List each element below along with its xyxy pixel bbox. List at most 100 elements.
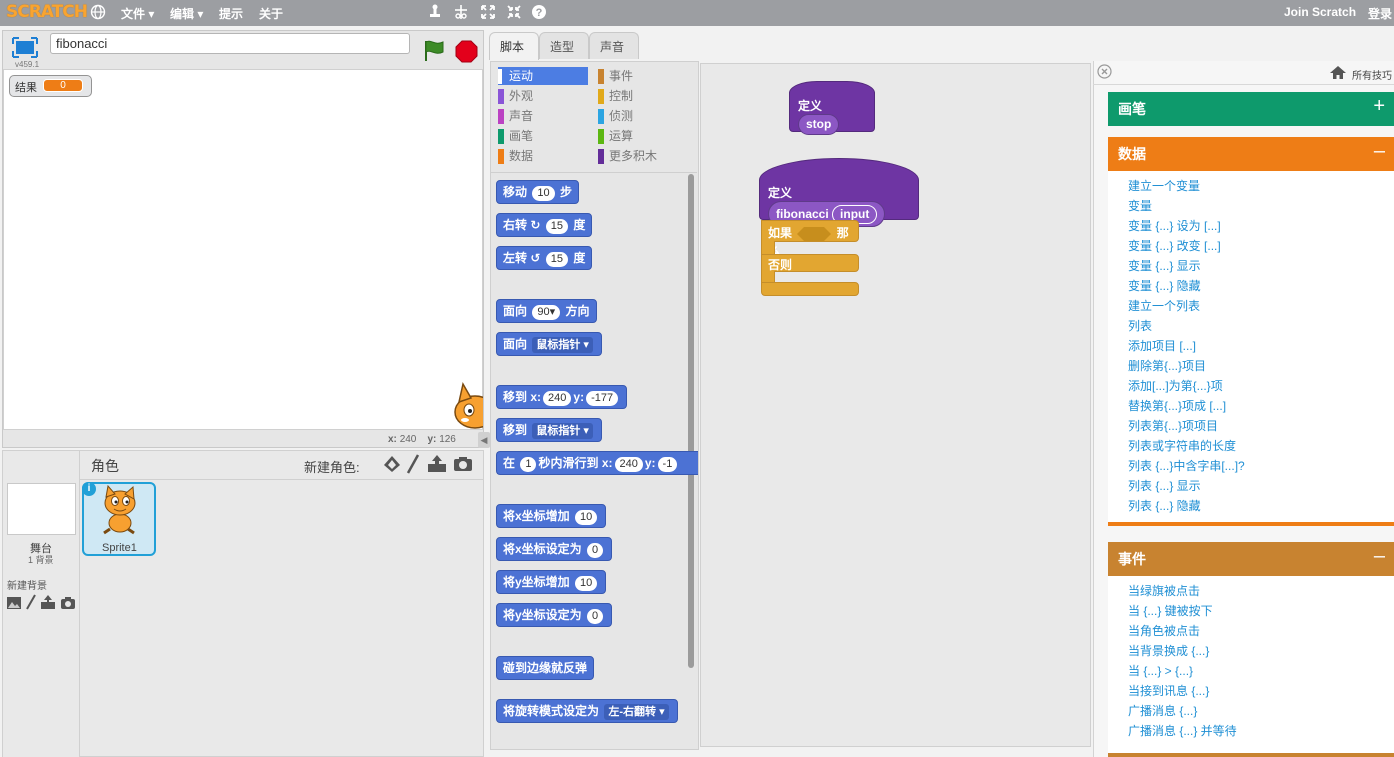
palette-scrollbar[interactable]	[688, 174, 694, 668]
block-point-towards[interactable]: 面向 鼠标指针 ▾	[496, 332, 602, 356]
scratch-logo[interactable]: SCRATCH	[6, 2, 88, 22]
camera-sprite-icon[interactable]	[453, 456, 473, 472]
tip-link[interactable]: 当角色被点击	[1128, 624, 1201, 638]
category-data[interactable]: 数据	[498, 147, 588, 165]
tip-link[interactable]: 列表或字符串的长度	[1128, 439, 1237, 453]
define-name-stop[interactable]: stop	[798, 114, 840, 135]
tip-link[interactable]: 添加[...]为第{...}项	[1128, 379, 1223, 393]
language-globe-icon[interactable]	[89, 4, 107, 22]
login-link[interactable]: 登录	[1368, 7, 1393, 21]
collapse-icon[interactable]: –	[1373, 140, 1385, 162]
block-number-input[interactable]: 10	[575, 510, 598, 525]
sprite-info-icon[interactable]: i	[82, 482, 96, 496]
tip-link[interactable]: 删除第{...}项目	[1128, 359, 1207, 373]
block-number-input[interactable]: 10	[532, 186, 555, 201]
project-name-input[interactable]: fibonacci	[50, 33, 410, 54]
block-set-y[interactable]: 将y坐标设定为 0	[496, 603, 613, 627]
tip-link[interactable]: 建立一个变量	[1128, 179, 1201, 193]
tip-link[interactable]: 当绿旗被点击	[1128, 584, 1201, 598]
join-scratch-link[interactable]: Join Scratch	[1284, 5, 1357, 19]
category-events[interactable]: 事件	[598, 67, 688, 85]
tip-link[interactable]: 建立一个列表	[1128, 299, 1201, 313]
block-move-steps[interactable]: 移动 10 步	[496, 180, 579, 204]
expand-icon[interactable]: +	[1373, 95, 1385, 117]
shrink-icon[interactable]	[505, 4, 523, 22]
block-number-input[interactable]: 240	[543, 391, 572, 406]
block-point-in-direction[interactable]: 面向 90▾ 方向	[496, 299, 597, 323]
block-change-y[interactable]: 将y坐标增加 10	[496, 570, 607, 594]
green-flag-icon[interactable]	[423, 39, 445, 63]
block-bounce[interactable]: 碰到边缘就反弹	[496, 656, 595, 680]
define-stop-block[interactable]: 定义 stop	[789, 81, 875, 135]
tab-sounds[interactable]: 声音	[589, 32, 639, 59]
tip-link[interactable]: 当背景换成 {...}	[1128, 644, 1210, 658]
tip-link[interactable]: 当接到讯息 {...}	[1128, 684, 1210, 698]
category-control[interactable]: 控制	[598, 87, 688, 105]
backdrop-library-icon[interactable]	[6, 596, 22, 610]
tip-link[interactable]: 列表第{...}项项目	[1128, 419, 1219, 433]
block-number-input[interactable]: 1	[520, 457, 537, 472]
block-direction-input[interactable]: 90▾	[532, 305, 561, 320]
block-go-to[interactable]: 移到 鼠标指针 ▾	[496, 418, 602, 442]
category-motion[interactable]: 运动	[498, 67, 588, 85]
tip-link[interactable]: 当 {...} > {...}	[1128, 664, 1194, 678]
duplicate-stamp-icon[interactable]	[426, 4, 444, 22]
menu-about[interactable]: 关于	[259, 7, 284, 21]
tip-link[interactable]: 变量 {...} 显示	[1128, 259, 1201, 273]
tips-section-pen[interactable]: 画笔+	[1108, 92, 1394, 126]
block-number-input[interactable]: 0	[587, 543, 604, 558]
block-set-x[interactable]: 将x坐标设定为 0	[496, 537, 613, 561]
tab-scripts[interactable]: 脚本	[489, 32, 539, 60]
menu-tips[interactable]: 提示	[219, 7, 244, 21]
block-number-input[interactable]: 10	[575, 576, 598, 591]
category-more-blocks[interactable]: 更多积木	[598, 147, 688, 165]
menu-file[interactable]: 文件 ▾	[121, 5, 154, 22]
help-icon[interactable]: ?	[530, 4, 548, 22]
block-number-input[interactable]: 0	[587, 609, 604, 624]
tip-link[interactable]: 列表 {...} 隐藏	[1128, 499, 1201, 513]
block-number-input[interactable]: 240	[614, 457, 643, 472]
tip-link[interactable]: 广播消息 {...}	[1128, 704, 1198, 718]
stage-thumbnail[interactable]	[7, 483, 76, 535]
else-section[interactable]: 否则	[761, 254, 859, 272]
category-looks[interactable]: 外观	[498, 87, 588, 105]
stage-canvas[interactable]	[3, 69, 483, 430]
category-sensing[interactable]: 侦测	[598, 107, 688, 125]
tip-link[interactable]: 变量 {...} 设为 [...]	[1128, 219, 1221, 233]
camera-backdrop-icon[interactable]	[60, 596, 76, 610]
category-sound[interactable]: 声音	[498, 107, 588, 125]
block-number-input[interactable]: -1	[657, 457, 678, 472]
collapse-icon[interactable]: –	[1373, 545, 1385, 567]
all-tips-link[interactable]: 所有技巧	[1352, 71, 1392, 82]
block-set-rotation-style[interactable]: 将旋转模式设定为 左-右翻转 ▾	[496, 699, 678, 723]
block-number-input[interactable]: 15	[545, 219, 569, 234]
tip-link[interactable]: 当 {...} 键被按下	[1128, 604, 1213, 618]
upload-sprite-icon[interactable]	[427, 454, 447, 473]
if-else-block[interactable]: 如果 那么	[761, 220, 859, 257]
category-pen[interactable]: 画笔	[498, 127, 588, 145]
tip-link[interactable]: 替换第{...}项成 [...]	[1128, 399, 1227, 413]
block-number-input[interactable]: 15	[545, 252, 569, 267]
grow-icon[interactable]	[479, 4, 497, 22]
block-dropdown[interactable]: 鼠标指针 ▾	[532, 423, 593, 439]
block-dropdown[interactable]: 鼠标指针 ▾	[532, 337, 593, 353]
tip-link[interactable]: 广播消息 {...} 并等待	[1128, 724, 1237, 738]
block-dropdown[interactable]: 左-右翻转 ▾	[604, 704, 669, 720]
tip-link[interactable]: 列表 {...} 显示	[1128, 479, 1201, 493]
block-number-input[interactable]: -177	[586, 391, 619, 406]
define-fibonacci-block[interactable]: 定义 fibonacci input	[759, 158, 919, 227]
block-change-x[interactable]: 将x坐标增加 10	[496, 504, 607, 528]
delete-scissors-icon[interactable]	[452, 4, 470, 22]
paint-sprite-icon[interactable]	[406, 454, 420, 474]
empty-condition-slot[interactable]	[797, 226, 832, 241]
collapse-stage-icon[interactable]: ◀	[478, 432, 490, 448]
close-tips-icon[interactable]	[1097, 64, 1112, 79]
tip-link[interactable]: 变量	[1128, 199, 1153, 213]
block-turn-left[interactable]: 左转 ↺ 15 度	[496, 246, 593, 270]
fullscreen-icon[interactable]	[11, 36, 39, 60]
variable-monitor[interactable]: 结果 0	[9, 75, 92, 97]
paint-backdrop-icon[interactable]	[25, 594, 37, 610]
tip-link[interactable]: 变量 {...} 隐藏	[1128, 279, 1201, 293]
